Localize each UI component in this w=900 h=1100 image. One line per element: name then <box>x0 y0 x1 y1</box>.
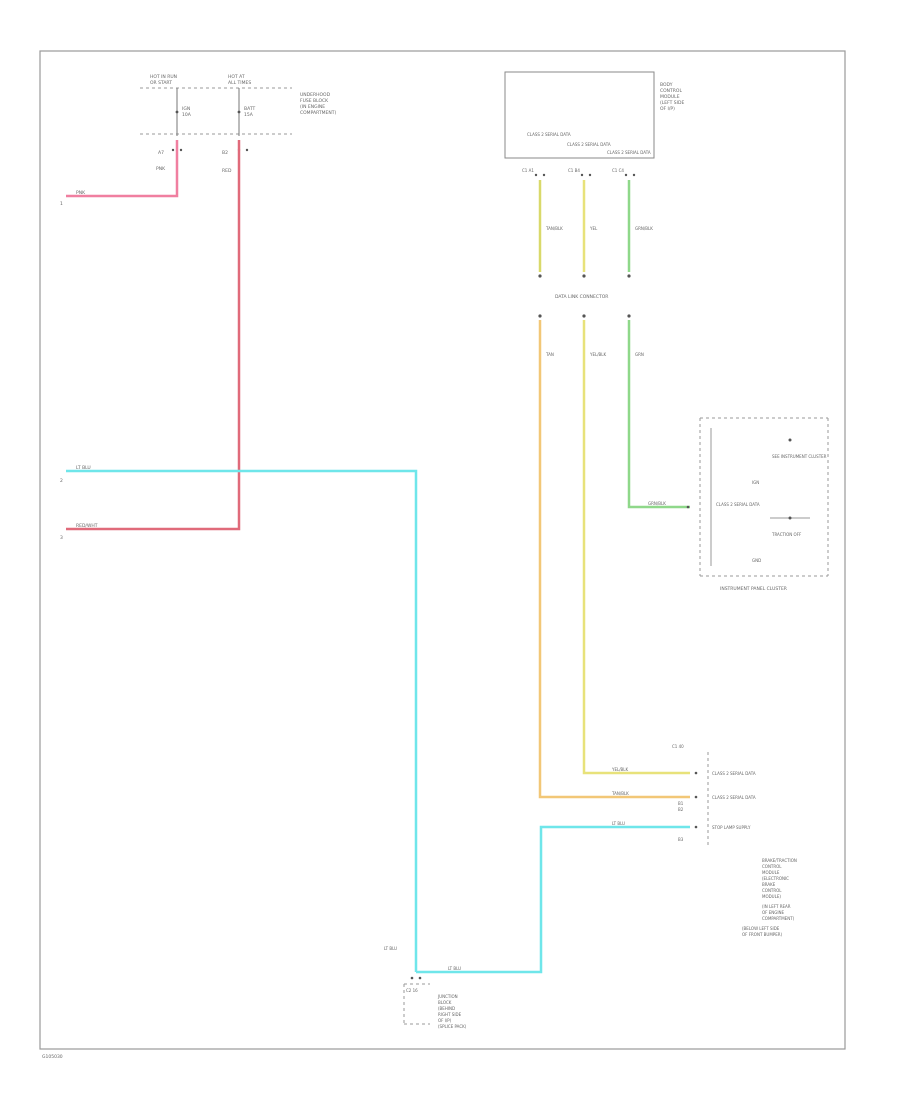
fuse-2-name: BATT <box>244 106 255 112</box>
junction-pin: C2 16 <box>406 988 418 993</box>
ecm-label-7: MODULE) <box>762 894 781 899</box>
fuse-right-header-2: ALL TIMES <box>228 80 251 86</box>
junction-label-5: OF I/P) <box>438 1018 452 1023</box>
ecm-wire-3-pin: B3 <box>678 837 684 842</box>
ecm-label-1: BRAKE/TRACTION <box>762 858 797 863</box>
ecm-label-6: CONTROL <box>762 888 782 893</box>
ipc-item-4: IGN <box>752 480 759 485</box>
ecm-label-8: (IN LEFT REAR <box>762 904 791 909</box>
cyan-wire-right <box>416 825 690 974</box>
module-pin-2: C1 B4 <box>568 168 580 173</box>
ipc-item-1: SEE INSTRUMENT CLUSTER <box>772 454 827 459</box>
yel-blk-wire <box>582 320 690 775</box>
junction-label-1: JUNCTION <box>437 994 458 999</box>
left-ref-3: 3 <box>60 535 63 541</box>
fuse-pin-a: A7 <box>158 150 164 156</box>
fuse-pin-b: B2 <box>222 150 228 156</box>
left-wire-1-label: PNK <box>76 190 86 196</box>
module-col-1: CLASS 2 SERIAL DATA <box>527 132 571 137</box>
fuse-box-label-1: UNDERHOOD <box>300 92 331 98</box>
left-ref-2: 2 <box>60 478 63 484</box>
tan-wire <box>538 320 690 799</box>
fuse-box-label-3: (IN ENGINE <box>300 104 325 110</box>
fuse-1-symbol <box>175 110 179 114</box>
splice-wire-3-label: GRN <box>635 352 644 357</box>
fuse-box-label-2: FUSE BLOCK <box>300 98 329 104</box>
module-label-1: BODY <box>660 82 673 88</box>
fuse-box-label-4: COMPARTMENT) <box>300 110 336 116</box>
red-wire <box>66 140 241 531</box>
module-wire-3-label: GRN/BLK <box>635 226 653 231</box>
junction-wire-label: LT BLU <box>448 966 461 971</box>
splice-wire-1-label: TAN <box>545 352 554 357</box>
ipc-wire-label: GRN/BLK <box>648 501 666 506</box>
underhood-fuse-block: HOT IN RUN OR START HOT AT ALL TIMES IGN… <box>140 74 336 174</box>
diagram-code: G105030 <box>42 1054 63 1060</box>
fuse-2-rating: 15A <box>244 112 254 118</box>
grn-wire <box>627 320 690 509</box>
ecm-wire-2-pin: B2 <box>678 807 684 812</box>
ecm-wire-1-label: YEL/BLK <box>611 767 629 772</box>
fuse-1-rating: 10A <box>182 112 192 118</box>
ecm-label-11: (BELOW LEFT SIDE <box>742 926 780 931</box>
fuse-left-header-1: HOT IN RUN <box>150 74 177 80</box>
ecm-label-9: OF ENGINE <box>762 910 785 915</box>
junction-wire-left-label: LT BLU <box>384 946 397 951</box>
junction-label-4: RIGHT SIDE <box>438 1012 462 1017</box>
left-wire-2-label: LT BLU <box>76 465 91 471</box>
ecm-label-5: BRAKE <box>762 882 776 887</box>
pink-wire <box>66 140 179 198</box>
junction-label-6: (SPLICE PACK) <box>438 1024 467 1029</box>
left-ref-1: 1 <box>60 201 63 207</box>
module-label-3: MODULE <box>660 94 680 100</box>
ecm-row-1: CLASS 2 SERIAL DATA <box>712 771 756 776</box>
brake-control-module: C1 40 CLASS 2 SERIAL DATA CLASS 2 SERIAL… <box>611 744 797 937</box>
splice-label: DATA LINK CONNECTOR <box>555 294 608 300</box>
module-pin-3: C1 C4 <box>612 168 624 173</box>
ipc-item-3: TRACTION OFF <box>771 532 802 537</box>
module-col-2: CLASS 2 SERIAL DATA <box>567 142 611 147</box>
fuse-1-name: IGN <box>182 106 190 112</box>
ecm-wire-3-label: LT BLU <box>612 821 625 826</box>
ecm-label-12: OF FRONT BUMPER) <box>742 932 782 937</box>
fuse-wire-a-label: PNK <box>156 166 166 172</box>
ecm-row-2: CLASS 2 SERIAL DATA <box>712 795 756 800</box>
ipc-item-5: GND <box>752 558 761 563</box>
fuse-wire-b-label: RED <box>222 168 232 174</box>
module-label-4: (LEFT SIDE <box>660 100 684 106</box>
module-label-5: OF I/P) <box>660 106 675 112</box>
fuse-left-header-2: OR START <box>150 80 172 86</box>
ecm-label-10: COMPARTMENT) <box>762 916 795 921</box>
module-wire-1-label: TAN/BLK <box>545 226 563 231</box>
ecm-row-3: STOP LAMP SUPPLY <box>712 825 751 830</box>
ipc-label: INSTRUMENT PANEL CLUSTER <box>720 586 787 592</box>
splice-wire-2-label: YEL/BLK <box>589 352 607 357</box>
fuse-right-header-1: HOT AT <box>228 74 245 80</box>
junction-block: C2 16 JUNCTION BLOCK (BEHIND RIGHT SIDE … <box>384 946 467 1029</box>
left-wire-3-label: RED/WHT <box>76 523 98 529</box>
fuse-2-symbol <box>237 110 241 114</box>
ecm-label-4: (ELECTRONIC <box>762 876 789 881</box>
module-col-3: CLASS 2 SERIAL DATA <box>607 150 651 155</box>
junction-label-2: BLOCK <box>438 1000 452 1005</box>
cyan-wire-left <box>66 469 418 972</box>
body-control-module: BODY CONTROL MODULE (LEFT SIDE OF I/P) C… <box>504 71 684 177</box>
diagram-frame <box>39 50 846 1050</box>
ecm-label-2: CONTROL <box>762 864 782 869</box>
junction-label-3: (BEHIND <box>438 1006 455 1011</box>
ecm-wire-2-label: TAN/BLK <box>611 791 629 796</box>
ecm-pin-header: C1 40 <box>672 744 684 749</box>
module-pin-1: C1 A1 <box>522 168 534 173</box>
module-label-2: CONTROL <box>660 88 682 94</box>
ecm-wire-1-pin: B1 <box>678 801 684 806</box>
ecm-label-3: MODULE <box>762 870 780 875</box>
instrument-panel-cluster: SEE INSTRUMENT CLUSTER IGN CLASS 2 SERIA… <box>648 417 829 592</box>
module-wire-2-label: YEL <box>589 226 598 231</box>
ipc-item-2: CLASS 2 SERIAL DATA <box>716 502 760 507</box>
